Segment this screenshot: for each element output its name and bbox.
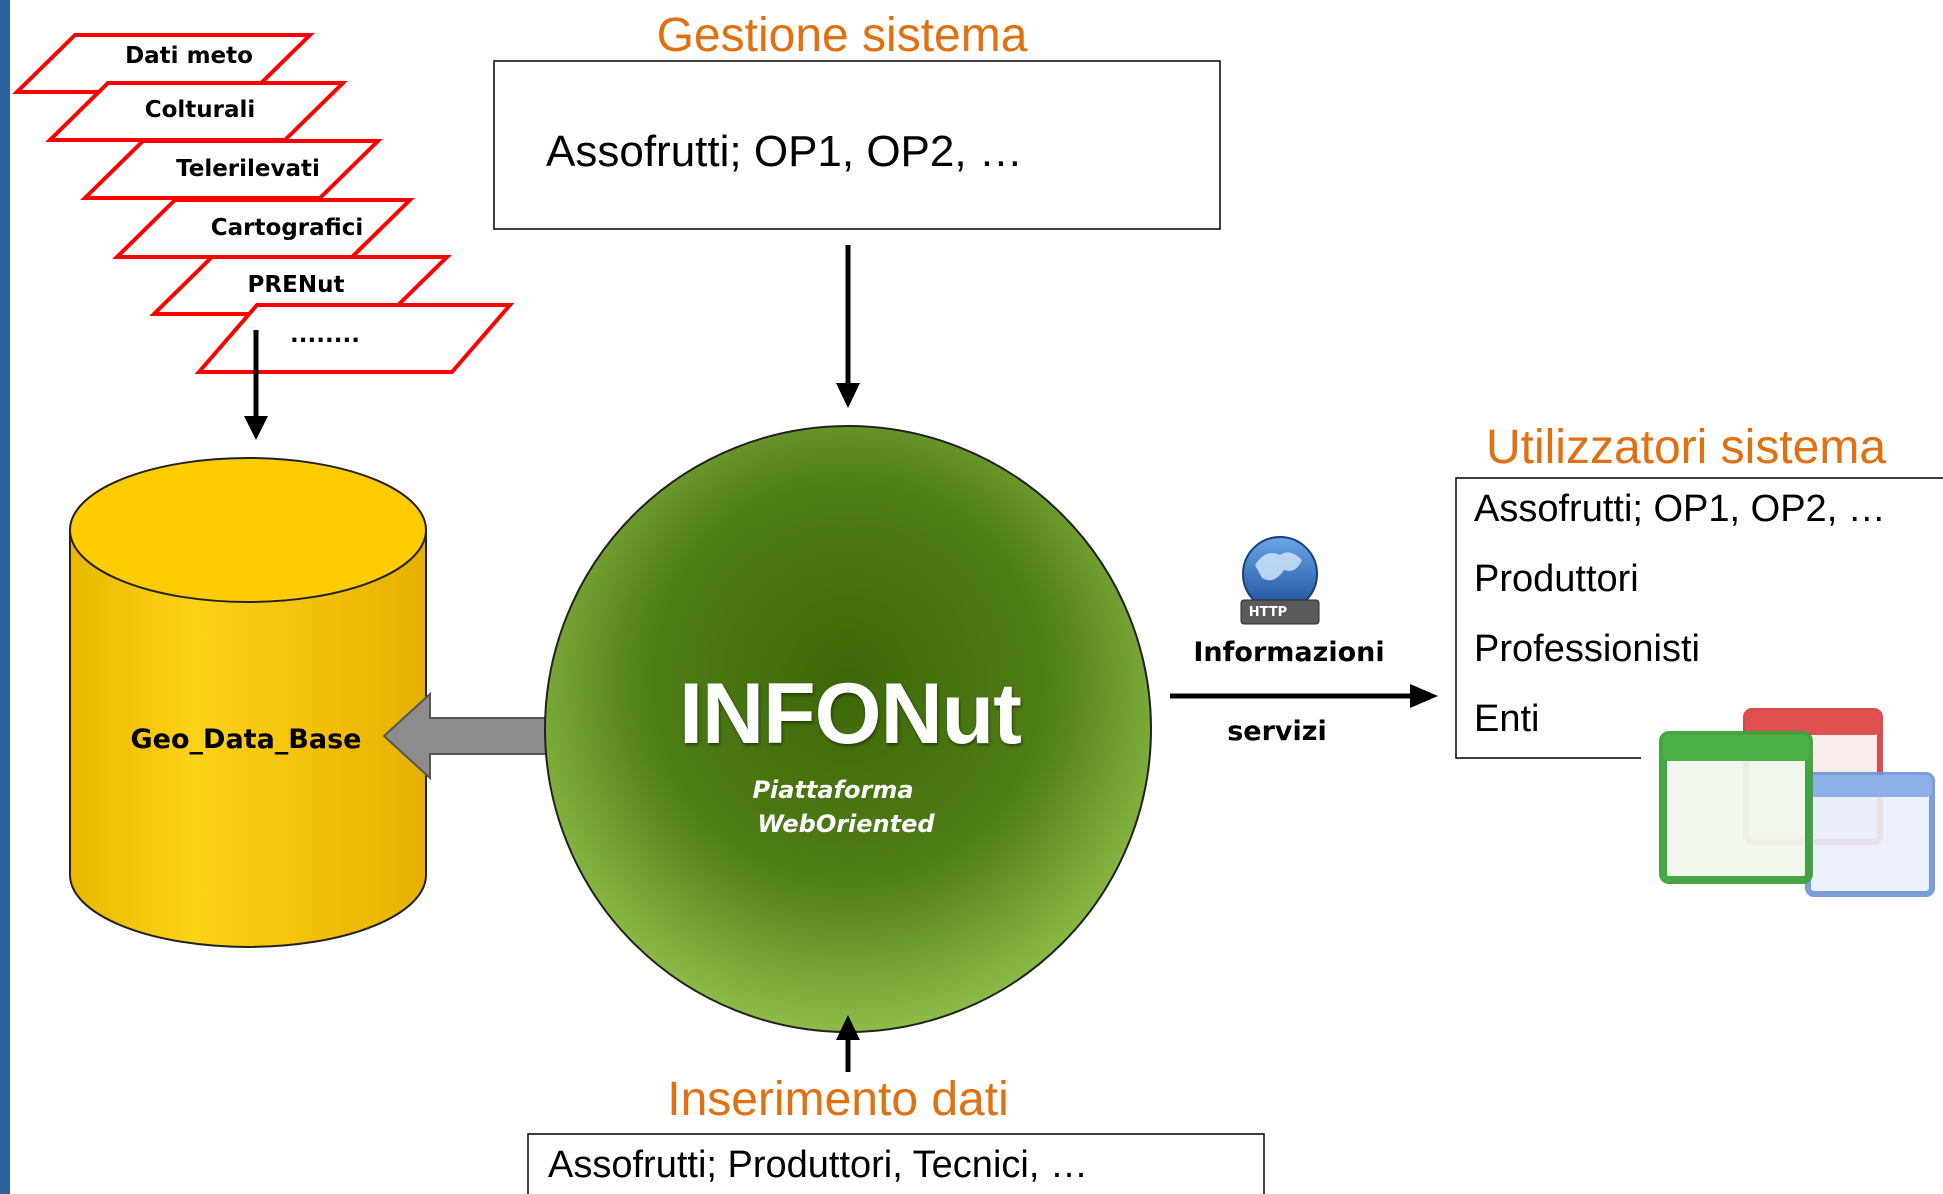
arrow-center-to-users (1170, 684, 1438, 708)
gestione-title: Gestione sistema (656, 9, 1028, 62)
browser-windows-icon (1659, 708, 1935, 897)
utilizzatori-item-4: Enti (1474, 698, 1540, 740)
arrow-inserimento-to-center (836, 1015, 860, 1072)
arrow-layers-to-db (244, 330, 268, 440)
http-label-servizi: servizi (1227, 716, 1327, 747)
infonut-subtitle-line1: Piattaforma (752, 776, 914, 804)
layer-label-telerilevati: Telerilevati (176, 156, 320, 182)
utilizzatori-item-1: Assofrutti; OP1, OP2, … (1474, 488, 1886, 530)
layer-label-colturali: Colturali (144, 97, 256, 123)
layer-label-dati-meto: Dati meto (125, 43, 253, 69)
gestione-box (493, 60, 1221, 230)
database-cylinder-icon (69, 457, 427, 948)
inserimento-content: Assofrutti; Produttori, Tecnici, … (548, 1144, 1088, 1186)
infonut-subtitle-line2: WebOriented (757, 810, 935, 838)
arrow-gestione-to-center (836, 245, 860, 408)
layer-label-more: ........ (290, 322, 360, 348)
layer-label-cartografici: Cartografici (210, 215, 364, 241)
left-accent-bar (0, 0, 10, 1194)
inserimento-box (527, 1133, 1265, 1194)
inserimento-title: Inserimento dati (667, 1073, 1009, 1126)
utilizzatori-item-2: Produttori (1474, 558, 1639, 600)
infonut-title: INFONut (679, 666, 1022, 762)
http-label-informazioni: Informazioni (1193, 637, 1385, 668)
data-layer-stack (12, 33, 515, 374)
layer-label-prenut: PRENut (247, 272, 345, 298)
http-globe-icon (1240, 536, 1320, 625)
database-label: Geo_Data_Base (130, 724, 362, 755)
utilizzatori-box (1455, 477, 1943, 759)
layer-more (194, 303, 515, 374)
utilizzatori-item-3: Professionisti (1474, 628, 1700, 670)
utilizzatori-title: Utilizzatori sistema (1485, 421, 1887, 474)
gestione-content: Assofrutti; OP1, OP2, … (546, 127, 1023, 176)
http-badge-label: HTTP (1248, 605, 1288, 620)
